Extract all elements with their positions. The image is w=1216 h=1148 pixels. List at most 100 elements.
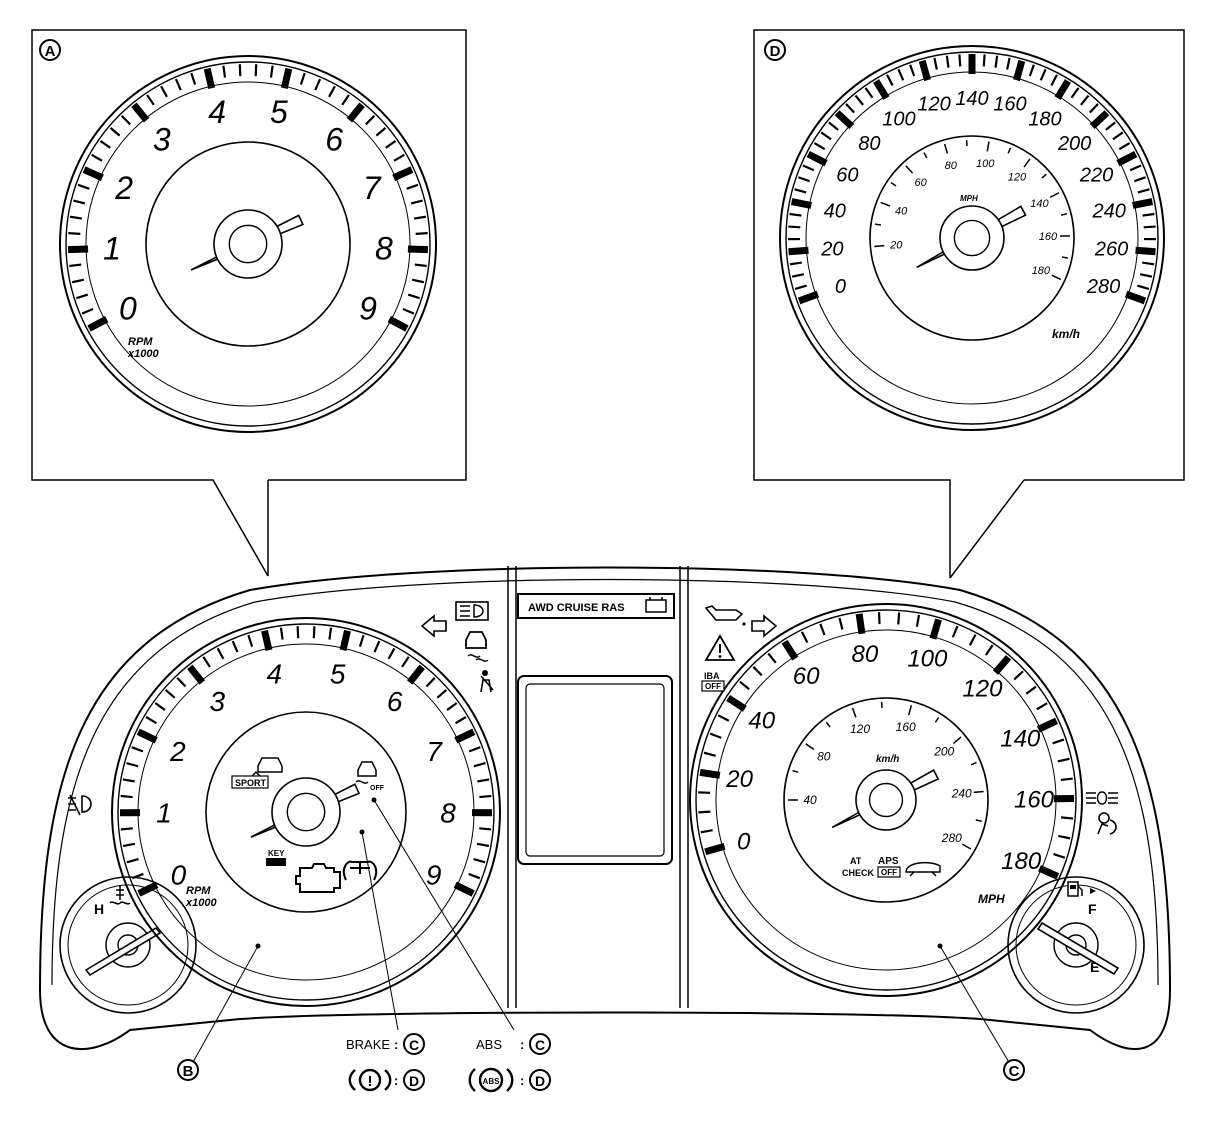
spd-big-scale-number: 100 (882, 109, 915, 131)
tach-minor-tick (476, 842, 490, 848)
tach-big-hub-cap (228, 224, 268, 264)
vdc-off-icon (355, 761, 377, 784)
leader-abs (371, 797, 515, 1031)
tach-minor-tick (131, 872, 144, 880)
slip-car-icon (905, 861, 941, 877)
svg-text:!: ! (368, 1073, 373, 1090)
spd-big-minor-tick (1105, 121, 1116, 131)
spd-big-major-tick (1089, 110, 1110, 130)
coolant-icon (109, 885, 131, 905)
callout-b: B (177, 943, 261, 1081)
spd-big-minor-tick (794, 284, 808, 290)
tach-big-minor-tick (190, 72, 197, 85)
spd-big-minor-tick (1006, 57, 1011, 70)
spd-major-tick (704, 842, 726, 856)
spd-big-scale-number: 0 (835, 276, 846, 298)
svg-text:C: C (409, 1037, 419, 1053)
svg-text:ABS: ABS (476, 1037, 502, 1052)
tach-minor-tick (477, 778, 490, 783)
svg-text:A: A (45, 43, 56, 60)
spd-inner-number: 240 (951, 787, 972, 801)
spd-inner-tick (792, 769, 799, 774)
svg-text::: : (520, 1073, 524, 1088)
spd-minor-tick (951, 625, 959, 638)
tach-minor-tick (145, 716, 157, 725)
left-turn-signal-icon (420, 614, 447, 638)
spd-bezel (695, 609, 1077, 991)
tach-major-tick (137, 881, 159, 897)
tach-big-scale-number: 4 (208, 94, 226, 130)
spd-inner-tick (934, 716, 940, 723)
spd-big-minor-tick (1039, 68, 1047, 81)
spd-big-inner-tick (1049, 192, 1060, 199)
spd-scale-number: 180 (1001, 848, 1042, 875)
spd-big-inner-tick (874, 223, 882, 226)
spd-big-minor-tick (1129, 164, 1142, 172)
spd-big-minor-tick (813, 142, 826, 151)
tach-big-minor-tick (415, 232, 428, 235)
cluster-housing (38, 566, 1172, 1051)
spd-big-minor-tick (994, 55, 999, 68)
svg-text:ABS: ABS (483, 1077, 501, 1086)
tach-big-major-tick (346, 102, 365, 123)
spd-hub-cap (868, 782, 904, 818)
spd-inner-tick (851, 707, 857, 718)
front-collision-icon (257, 757, 283, 773)
spd-inner-tick (805, 743, 815, 751)
tach-big-minor-tick (77, 183, 90, 190)
vdc-off-label: OFF (370, 785, 385, 792)
spd-scale-number: 160 (1014, 786, 1055, 813)
spd-scale-number: 80 (851, 641, 878, 668)
tach-minor-tick (358, 634, 365, 647)
spd-big-major-tick (873, 79, 890, 100)
spd-big-inner-number: 120 (1008, 172, 1027, 184)
spd-big-inner-tick (1007, 147, 1012, 154)
spd-big-major-tick (1054, 79, 1071, 100)
tach-big-minor-tick (68, 232, 81, 235)
spd-big-major-tick (788, 246, 809, 256)
tach-big-minor-tick (222, 65, 227, 78)
tach-big-minor-tick (254, 64, 258, 77)
spd-big-scale-number: 200 (1057, 133, 1091, 155)
spd-big-minor-tick (1112, 131, 1124, 141)
tach-minor-tick (373, 640, 381, 653)
spd-major-tick (726, 694, 747, 712)
aps-off-label-top: APS (878, 856, 899, 867)
tach-minor-tick (247, 634, 254, 647)
spd-big-scale-number: 220 (1079, 164, 1113, 186)
tach-scale-number: 0 (171, 859, 187, 890)
tach-big-scale-number: 7 (363, 170, 382, 206)
headlight-icon (1086, 791, 1118, 805)
tach-big-bezel (65, 61, 431, 427)
spd-big-unit: km/h (1052, 327, 1080, 341)
tach-minor-tick (312, 626, 316, 639)
spd-minor-tick (698, 810, 711, 814)
spd-big-minor-tick (909, 64, 916, 77)
tach-minor-tick (479, 827, 492, 831)
spd-minor-tick (1061, 816, 1074, 820)
spd-scale-number: 100 (907, 646, 948, 673)
spd-big-major-tick (806, 150, 828, 167)
tach-multiplier: x1000 (185, 897, 217, 909)
tach-major-tick (453, 881, 475, 897)
svg-text:C: C (535, 1037, 545, 1053)
spd-big-major-tick (797, 290, 820, 305)
aps-off-label-bottom: OFF (881, 868, 897, 877)
svg-text:B: B (183, 1063, 194, 1080)
spd-minor-tick (915, 614, 921, 627)
spd-big-minor-tick (1070, 87, 1080, 99)
spd-big-minor-tick (791, 273, 805, 278)
aps-off-frame (877, 866, 901, 878)
svg-text:H: H (94, 901, 104, 917)
spd-big-inner-tick (1041, 173, 1047, 179)
spd-inner-number: 80 (817, 750, 831, 764)
spd-minor-tick (717, 714, 730, 722)
spd-unit: MPH (978, 892, 1005, 906)
tach-scale-number: 6 (387, 686, 403, 717)
spd-major-tick (1036, 717, 1059, 733)
tach-minor-tick (387, 647, 396, 660)
tach-bezel-outer (111, 617, 501, 1007)
tach-scale-number: 3 (209, 686, 225, 717)
spd-big-scale-number: 60 (836, 164, 858, 186)
